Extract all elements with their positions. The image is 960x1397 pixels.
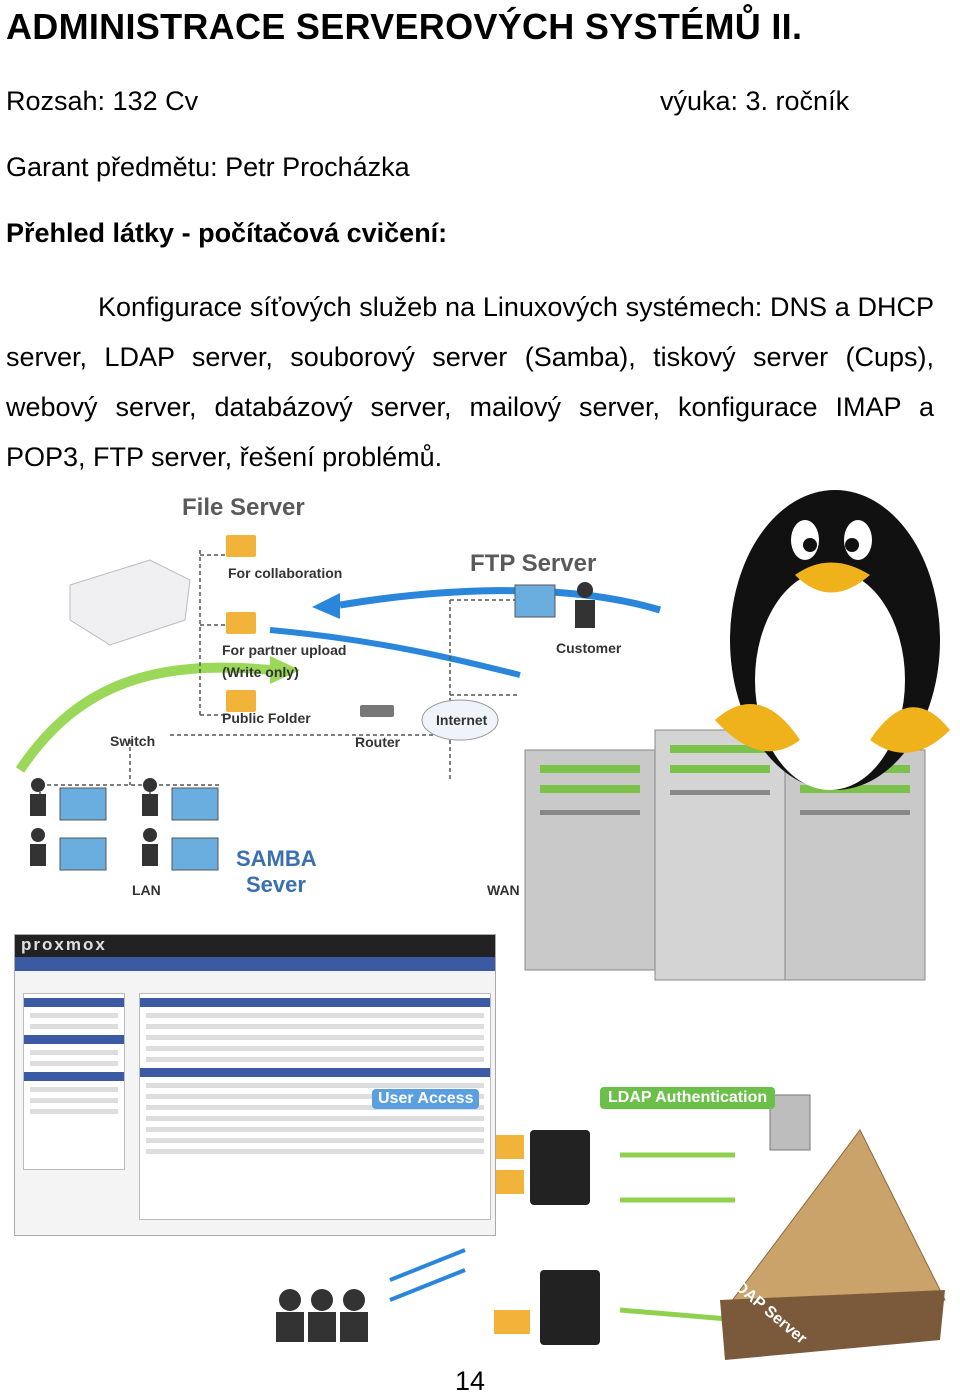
user-access-label: User Access	[372, 1089, 480, 1109]
document-title: ADMINISTRACE SERVEROVÝCH SYSTÉMŮ II.	[6, 6, 803, 47]
person-icon	[577, 582, 593, 598]
ftp-arrow-bottom	[269, 627, 521, 678]
public-folder-label: Public Folder	[222, 710, 311, 726]
ldap-server-icon	[720, 1094, 946, 1360]
folder-icon	[226, 535, 256, 557]
for-collaboration-label: For collaboration	[228, 565, 343, 581]
wan-label: WAN	[487, 882, 520, 898]
nas-device-icon	[69, 559, 191, 646]
ldap-authentication-label: LDAP Authentication	[600, 1087, 776, 1109]
samba-arrow	[15, 662, 271, 773]
course-year: výuka: 3. ročník	[660, 86, 850, 116]
dashed-links	[39, 550, 520, 800]
monitor-icon	[514, 584, 556, 618]
nas-server-icon	[530, 1130, 590, 1205]
server-towers-icon	[524, 729, 926, 981]
ftp-arrow-top	[339, 587, 662, 614]
proxmox-screenshot: proxmox	[14, 934, 496, 1236]
page-number: 14	[454, 1366, 486, 1396]
ftp-server-label: FTP Server	[470, 550, 597, 577]
router-icon	[360, 705, 394, 717]
overview-heading: Přehled látky - počítačová cvičení:	[6, 218, 448, 248]
nas-server-icon	[540, 1270, 600, 1345]
write-only-label: (Write only)	[222, 664, 299, 680]
customer-label: Customer	[556, 640, 622, 656]
switch-label: Switch	[110, 733, 156, 749]
for-partner-upload-label: For partner upload	[222, 642, 347, 658]
samba-arrow-head	[270, 656, 300, 684]
file-server-label: File Server	[182, 494, 305, 521]
network-diagram	[15, 490, 950, 1360]
overview-paragraph: Konfigurace síťových služeb na Linuxovýc…	[6, 282, 934, 482]
cloud-icon	[421, 699, 499, 741]
folder-lock-icon	[226, 612, 256, 634]
tux-penguin-icon	[715, 490, 950, 790]
proxmox-logo: proxmox	[21, 935, 107, 954]
lan-label: LAN	[132, 882, 161, 898]
lan-users-group	[30, 778, 219, 871]
router-label: Router	[355, 734, 401, 750]
folder-icon	[494, 1310, 530, 1334]
course-guarantor: Garant předmětu: Petr Procházka	[6, 152, 410, 182]
ftp-arrow-top-head	[312, 593, 340, 619]
overview-text: Konfigurace síťových služeb na Linuxovýc…	[6, 292, 934, 472]
samba-label: SAMBA	[236, 846, 317, 871]
proxmox-sidebar	[23, 993, 125, 1170]
course-scope: Rozsah: 132 Cv	[6, 86, 199, 116]
internet-label: Internet	[436, 712, 488, 728]
folder-icon	[226, 690, 256, 712]
samba-sever-label: Sever	[246, 872, 306, 897]
